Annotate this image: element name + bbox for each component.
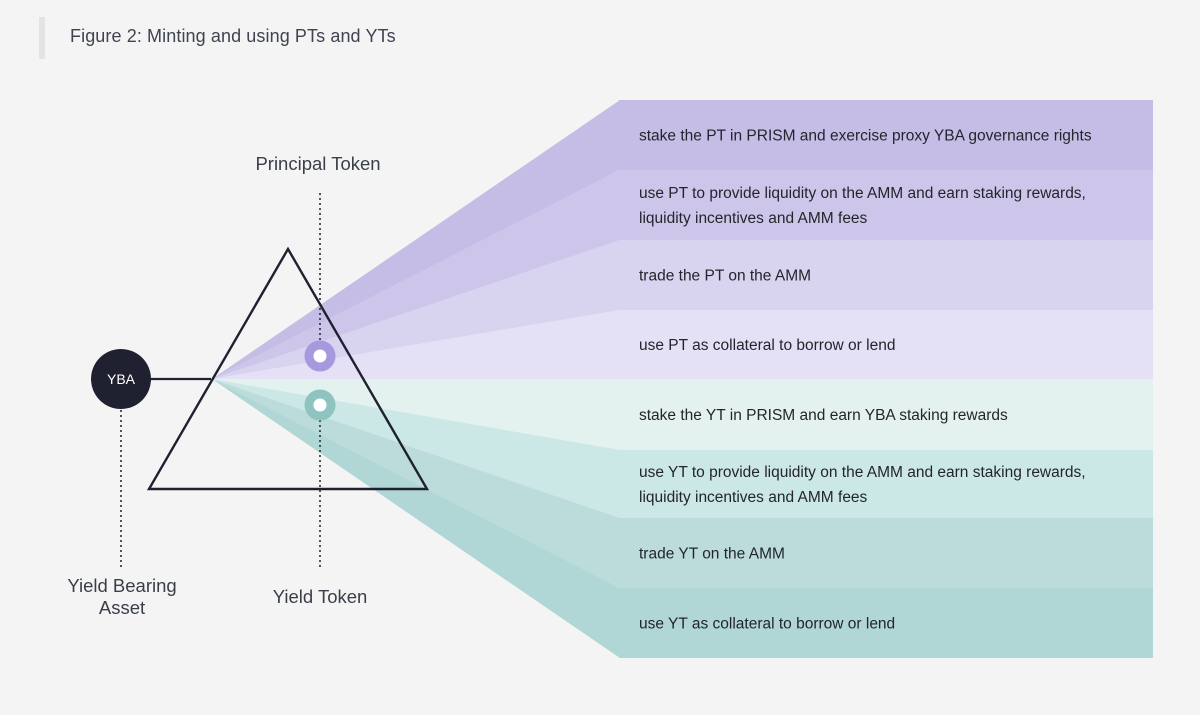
yt-fan-wedge-4 <box>212 379 620 658</box>
yield-token-dot <box>304 389 336 421</box>
pt-use-row-3 <box>619 240 1153 310</box>
pt-use-text-1-line-1: stake the PT in PRISM and exercise proxy… <box>639 128 1092 145</box>
yt-use-row-4 <box>619 588 1153 658</box>
yt-use-row-2 <box>619 450 1153 518</box>
yield-bearing-asset-label-line-1: Yield Bearing <box>67 575 176 596</box>
yt-fan-group <box>212 379 620 658</box>
principal-token-label: Principal Token <box>255 153 380 174</box>
pt-use-row-4 <box>619 310 1153 379</box>
yt-uses-list: stake the YT in PRISM and earn YBA staki… <box>619 379 1153 658</box>
figure-caption: Figure 2: Minting and using PTs and YTs <box>70 26 396 46</box>
caption-accent-bar <box>39 17 45 59</box>
yield-bearing-asset-label-line-2: Asset <box>99 597 145 618</box>
yield-token-label: Yield Token <box>273 586 368 607</box>
yt-use-text-2-line-2: liquidity incentives and AMM fees <box>639 489 868 506</box>
pt-use-text-2-line-2: liquidity incentives and AMM fees <box>639 210 868 227</box>
minting-triangle <box>146 246 430 491</box>
pt-uses-list: stake the PT in PRISM and exercise proxy… <box>619 100 1153 379</box>
pt-use-text-2-line-1: use PT to provide liquidity on the AMM a… <box>639 185 1086 202</box>
pt-fan-wedge-1 <box>212 100 620 379</box>
pt-fan-wedge-2 <box>212 170 620 379</box>
yt-use-text-2-line-1: use YT to provide liquidity on the AMM a… <box>639 464 1086 481</box>
pt-use-text-4-line-1: use PT as collateral to borrow or lend <box>639 337 895 354</box>
pt-use-row-2 <box>619 170 1153 240</box>
yt-use-text-4-line-1: use YT as collateral to borrow or lend <box>639 616 895 633</box>
yt-use-row-3 <box>619 518 1153 588</box>
yba-badge: YBA <box>91 349 151 409</box>
yt-use-text-1-line-1: stake the YT in PRISM and earn YBA staki… <box>639 407 1008 424</box>
yt-use-text-3-line-1: trade YT on the AMM <box>639 546 785 563</box>
pt-use-row-1 <box>619 100 1153 170</box>
yt-use-row-1 <box>619 379 1153 450</box>
pt-use-text-3-line-1: trade the PT on the AMM <box>639 268 811 285</box>
pt-fan-group <box>212 100 620 379</box>
yba-badge-label: YBA <box>107 371 136 387</box>
principal-token-dot <box>304 340 336 372</box>
